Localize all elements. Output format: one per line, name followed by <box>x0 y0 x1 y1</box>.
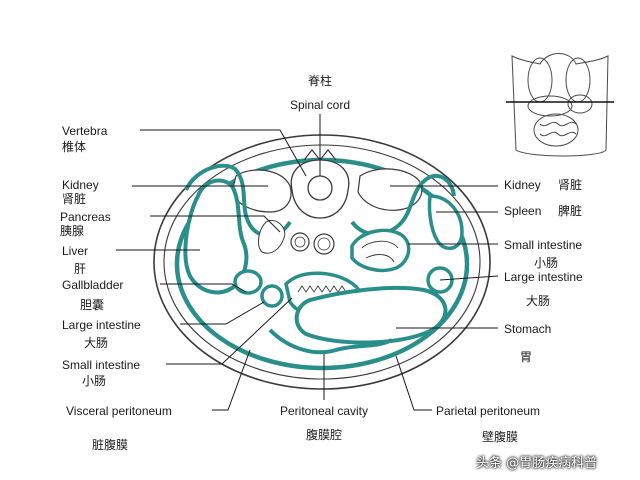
small-intestine-right-organ <box>350 228 411 273</box>
torso-thumbnail <box>506 53 614 157</box>
gallbladder-zh-label: 胆囊 <box>80 298 105 312</box>
small-intestine-right-label: Small intestine <box>504 238 583 252</box>
thumb-intestine-loops <box>539 121 577 137</box>
large-intestine-left-zh-label: 大肠 <box>84 336 109 350</box>
spinal-cord-label: Spinal cord <box>289 98 351 112</box>
thumb-lung-left <box>527 57 553 103</box>
small-intestine-left-zh-label: 小肠 <box>82 374 107 388</box>
spinal-cord-zh-label: 脊柱 <box>307 74 333 88</box>
stomach-organ <box>294 285 448 345</box>
vessel-inner-right <box>317 237 331 251</box>
parietal-peritoneum-label: Parietal peritoneum <box>436 404 541 418</box>
leader-lines <box>116 114 499 411</box>
peritoneal-cavity-label: Peritoneal cavity <box>279 404 369 418</box>
skin-outline <box>153 134 491 390</box>
small-intestine-right-zh-label: 小肠 <box>534 256 559 270</box>
pancreas-zh-label: 胰腺 <box>60 224 85 238</box>
watermark-text: 头条 @胃肠疾病科普 <box>476 456 598 471</box>
torso-outline <box>511 53 609 157</box>
leader-vertebra <box>140 129 307 177</box>
kidney-left-label: Kidney <box>62 178 99 192</box>
vertebra-zh-label: 椎体 <box>62 140 87 154</box>
vertebra-label: Vertebra <box>62 124 108 138</box>
vessel-inner-left <box>294 236 306 248</box>
muscle-layer-outline <box>163 144 481 380</box>
leader-large-intestine-right <box>439 275 499 281</box>
large-intestine-right-zh-label: 大肠 <box>526 294 551 308</box>
visceral-peritoneum-zh-label: 脏腹膜 <box>92 438 129 452</box>
kidney-right-zh-label: 肾脏 <box>558 178 583 192</box>
large-intestine-right-label: Large intestine <box>504 270 583 284</box>
visceral-peritoneum-label: Visceral peritoneum <box>66 404 172 418</box>
stomach-zh-label: 胃 <box>520 350 533 364</box>
leader-large-intestine-left <box>180 301 265 325</box>
spinal-cord <box>307 175 333 201</box>
leader-small-intestine-left <box>166 297 293 365</box>
leader-parietal-peritoneum <box>395 355 432 411</box>
kidney-left-zh-label: 肾脏 <box>62 192 87 206</box>
large-intestine-left-label: Large intestine <box>62 318 141 332</box>
small-intestine-left-label: Small intestine <box>62 358 141 372</box>
large-intestine-left-organ <box>260 284 284 308</box>
pancreas-organ <box>258 220 286 254</box>
liver-zh-label: 肝 <box>74 262 87 276</box>
anterior-mesentery <box>268 328 393 355</box>
spleen-label: Spleen <box>504 204 542 218</box>
kidney-right-label: Kidney <box>504 178 541 192</box>
gallbladder-label: Gallbladder <box>62 278 124 292</box>
aorta <box>290 232 310 252</box>
vena-cava <box>313 233 335 255</box>
parietal-peritoneum-zh-label: 壁腹膜 <box>482 430 519 444</box>
leader-pancreas <box>150 215 281 233</box>
stomach-label: Stomach <box>504 322 552 336</box>
small-intestine-coil-lines <box>361 240 399 263</box>
leader-visceral-peritoneum <box>212 349 251 411</box>
pancreas-label: Pancreas <box>60 210 111 224</box>
spleen-organ <box>427 194 464 251</box>
thumb-intestine <box>533 113 579 147</box>
peritoneal-cavity-zh-label: 腹膜腔 <box>305 428 343 442</box>
thumb-stomach <box>567 94 593 114</box>
kidney-right-organ <box>357 168 423 211</box>
spleen-zh-label: 脾脏 <box>558 204 583 218</box>
liver-label: Liver <box>62 244 89 258</box>
leader-gallbladder <box>160 283 247 293</box>
gallbladder-organ <box>233 269 263 295</box>
thumb-liver <box>527 95 573 117</box>
